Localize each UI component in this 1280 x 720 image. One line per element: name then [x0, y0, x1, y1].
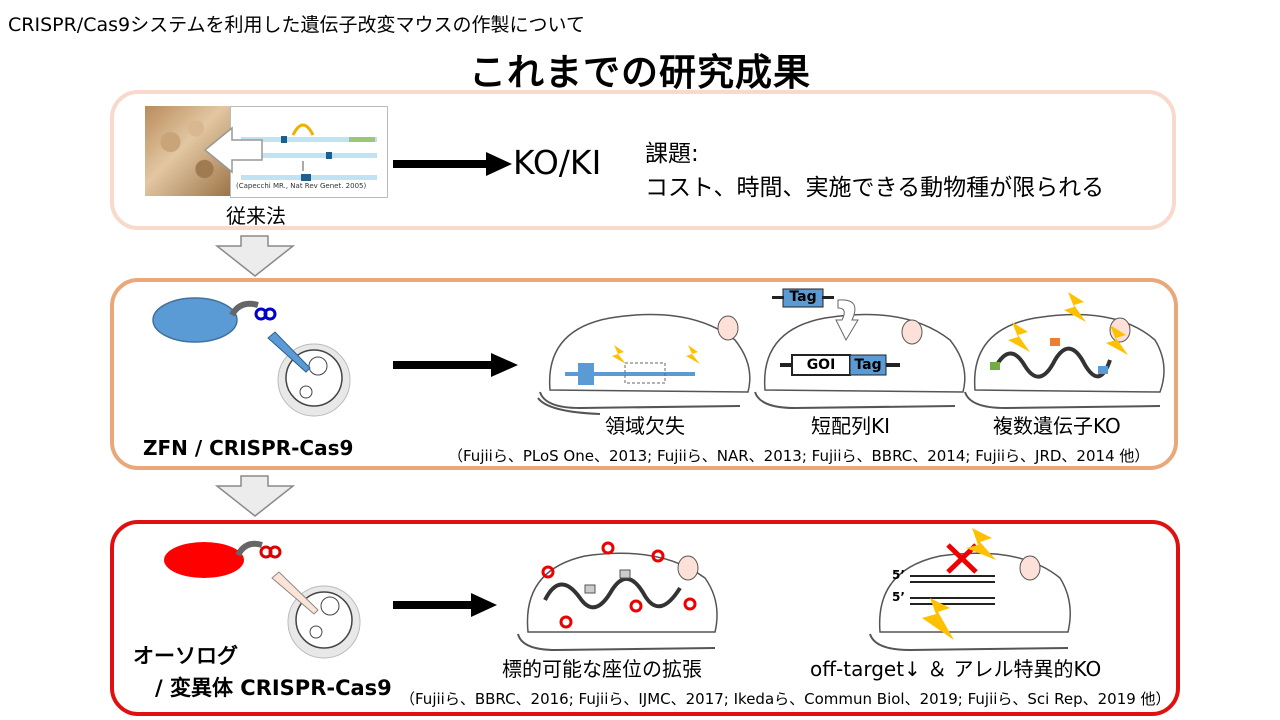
- outcome-expanded-loci: 標的可能な座位の拡張: [502, 657, 702, 681]
- citations-panel3: （Fujiiら、BBRC、2016; Fujiiら、IJMC、2017; Ike…: [400, 690, 1171, 708]
- mouse-deletion: [537, 313, 751, 415]
- mouse-multi-ko: [964, 292, 1165, 410]
- issue-title: 課題:: [645, 141, 699, 167]
- strand-label-bottom: 5’: [892, 590, 905, 604]
- mouse-short-ki: [754, 288, 966, 410]
- cas9-blue-illustration: [152, 297, 351, 417]
- method-label-ortholog-line2: / 変異体 CRISPR-Cas9: [155, 676, 392, 700]
- issue-body: コスト、時間、実施できる動物種が限られる: [645, 175, 1105, 201]
- down-arrow-1: [214, 235, 296, 277]
- method-label-conventional: 従来法: [226, 204, 286, 228]
- cas9-red-illustration: [164, 540, 361, 659]
- tag-label: Tag: [789, 289, 817, 305]
- citations-panel2: （Fujiiら、PLoS One、2013; Fujiiら、NAR、2013; …: [448, 447, 1150, 465]
- outcome-deletion: 領域欠失: [605, 414, 685, 438]
- header-subtitle: CRISPR/Cas9システムを利用した遺伝子改変マウスの作製について: [8, 14, 585, 36]
- down-arrow-2: [214, 475, 296, 517]
- strand-label-top: 5’: [892, 568, 905, 582]
- page-title: これまでの研究成果: [469, 51, 811, 94]
- panel-ortholog-crispr: [110, 520, 1180, 716]
- goi-label: GOI: [806, 357, 836, 373]
- method-label-zfn: ZFN / CRISPR-Cas9: [143, 436, 354, 460]
- mouse-off-target: [869, 528, 1071, 652]
- arrow-panel2: [393, 353, 518, 377]
- arrow-panel3: [393, 593, 497, 617]
- method-label-ortholog-line1: オーソログ: [133, 644, 238, 668]
- pointer-arrow: [203, 126, 263, 174]
- image-citation: (Capecchi MR., Nat Rev Genet. 2005): [236, 182, 367, 190]
- arrow-panel1: [393, 152, 512, 176]
- mouse-expanded-loci: [517, 541, 718, 652]
- outcome-off-target: off-target↓ ＆ アレル特異的KO: [810, 657, 1102, 681]
- panel-zfn-crispr: [110, 278, 1178, 470]
- result-ko-ki: KO/KI: [513, 143, 602, 182]
- outcome-short-ki: 短配列KI: [811, 414, 891, 438]
- tag-label-ki: Tag: [854, 357, 882, 373]
- outcome-multi-ko: 複数遺伝子KO: [993, 414, 1121, 438]
- panel-conventional: [110, 90, 1176, 230]
